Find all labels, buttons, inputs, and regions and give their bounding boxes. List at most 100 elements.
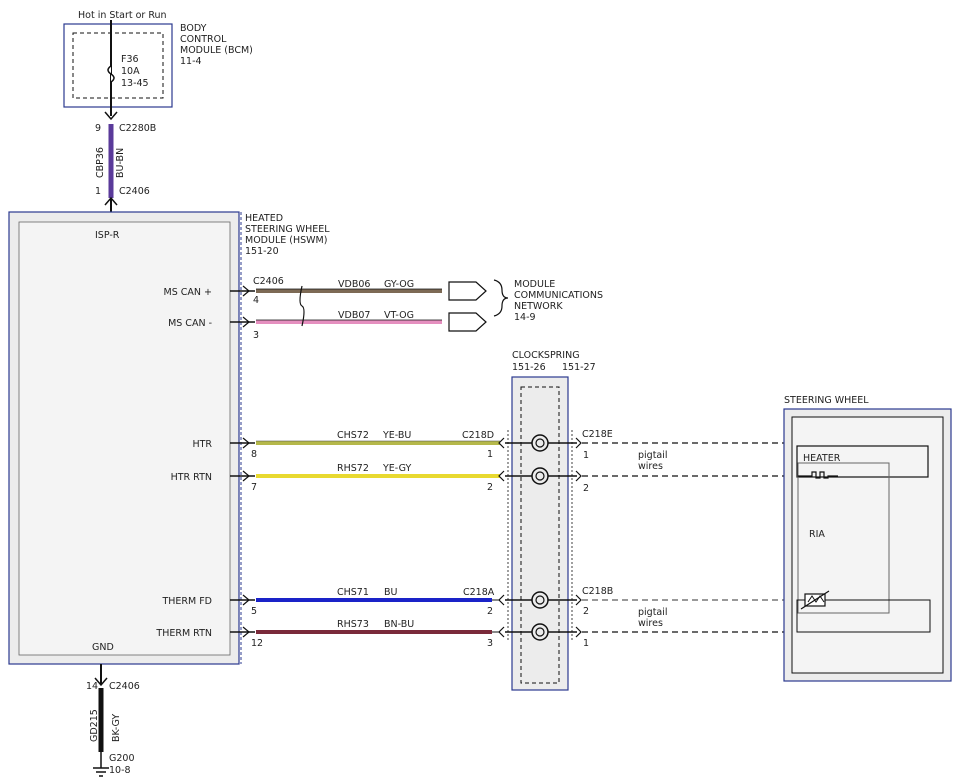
therm-rtn-pin: 12 [251,638,263,649]
pin-arrow-icon [242,594,250,606]
pin-label-ms-can-plus: MS CAN + [164,287,212,298]
feed-pin-bottom: 1 [95,186,101,197]
htr-pin: 8 [251,449,257,460]
connector-arrow-icon [498,470,505,482]
pin-label-htr: HTR [192,439,212,450]
pin-arrow-icon [242,470,250,482]
connector-arrow-icon [575,594,582,606]
bcm-box [63,23,173,108]
ground-icon [93,767,109,777]
thermistor-icon [800,590,830,610]
pin-label-htr-rtn: HTR RTN [171,472,212,483]
therm-fd-circuit: CHS71 [337,587,369,598]
steering-wheel: STEERING WHEEL HEATER RIA [783,395,952,682]
network-title-3: NETWORK [514,301,563,312]
fuse-ref: 13-45 [121,78,149,89]
gnd-conn: C2406 [109,681,140,692]
connector-arrow-icon [104,196,118,206]
htr-rtn-color: YE-GY [382,463,411,474]
bcm-inner-box [72,32,164,99]
gnd-point: G200 [109,753,135,764]
therm-pigtail-2: wires [638,618,663,629]
can-bus-group: C2406 4 3 VDB06 GY-OG VDB07 VT-OG MODULE… [253,276,603,341]
connector-arrow-icon [575,470,582,482]
heater-circuits-group: 8 7 CHS72 YE-BU C218D 1 RHS72 YE-GY 2 [251,430,505,493]
therm-pigtail-1: pigtail [638,607,668,618]
therm-fd-cs-pin: 2 [487,606,493,617]
network-title-2: COMMUNICATIONS [514,290,603,301]
pin-arrow-icon [242,437,250,449]
therm-fd-color: BU [384,587,398,598]
htr-out-conn: C218E [582,429,613,440]
coil-icon [531,591,549,609]
htr-color: YE-BU [382,430,411,441]
can-minus-pin: 3 [253,330,259,341]
connector-arrow-icon [575,626,582,638]
htr-out-pin-2: 2 [583,483,589,494]
connector-arrow-icon [498,594,505,606]
heater-loop [796,445,929,478]
brace-icon [493,279,509,317]
clockspring-ref-right: 151-27 [562,362,596,373]
coil-icon [531,434,549,452]
pin-label-therm-fd: THERM FD [161,596,212,607]
hswm-title-2: STEERING WHEEL [245,224,330,235]
ria-label: RIA [809,529,825,540]
therm-out-pin-1: 1 [583,638,589,649]
steering-wheel-title: STEERING WHEEL [784,395,869,406]
therm-circuits-group: 5 12 CHS71 BU C218A 2 RHS73 BN-BU 3 [251,587,505,649]
bcm-title-1: BODY [180,23,207,34]
pigtail-wires-group: C218E 1 2 pigtail wires C218B 2 1 pigtai… [582,429,790,649]
hswm-module: HEATED STEERING WHEEL MODULE (HSWM) 151-… [8,211,330,665]
therm-rtn-color: BN-BU [384,619,414,630]
heater-label: HEATER [803,453,841,464]
coil-icon [531,467,549,485]
pin-arrow-icon [242,285,250,297]
feed-wire-group: 9 C2280B CBP36 BU-BN 1 C2406 [95,111,156,213]
htr-cs-pin: 1 [487,449,493,460]
thermistor-loop [796,599,931,633]
htr-rtn-cs-pin: 2 [487,482,493,493]
hswm-gnd-label: GND [92,642,114,653]
pin-arrow-icon [242,316,250,328]
gnd-ref: 10-8 [109,765,131,776]
hswm-title-1: HEATED [245,213,283,224]
bcm-title-4: 11-4 [180,56,202,67]
coil-icon [531,623,549,641]
pin-label-ms-can-minus: MS CAN - [168,318,212,329]
bcm-module: Hot in Start or Run BODY CONTROL MODULE … [63,10,253,116]
connector-arrow-icon [104,111,118,121]
connector-arrow-icon [498,626,505,638]
therm-rtn-cs-pin: 3 [487,638,493,649]
can-minus-color: VT-OG [384,310,414,321]
steering-wheel-inner-box [791,416,944,674]
ground-group: 14 C2406 GD215 BK-GY G200 10-8 [86,664,140,777]
bcm-power-header: Hot in Start or Run [78,10,167,21]
bcm-title-2: CONTROL [180,34,227,45]
htr-circuit: CHS72 [337,430,369,441]
feed-circuit: CBP36 [95,147,106,178]
connector-arrow-icon [498,437,505,449]
therm-rtn-circuit: RHS73 [337,619,369,630]
feed-conn-top: C2280B [119,123,156,134]
pin-label-therm-rtn: THERM RTN [155,628,212,639]
can-connector: C2406 [253,276,284,287]
network-title-4: 14-9 [514,312,536,323]
hswm-title-4: 151-20 [245,246,279,257]
clockspring-title: CLOCKSPRING [512,350,580,361]
gnd-pin: 14 [86,681,98,692]
hswm-inner-box [18,221,231,656]
hswm-isp-label: ISP-R [95,230,120,241]
therm-out-pin-2: 2 [583,606,589,617]
htr-rtn-circuit: RHS72 [337,463,369,474]
htr-pigtail-2: wires [638,461,663,472]
htr-rtn-pin: 7 [251,482,257,493]
can-plus-circuit: VDB06 [338,279,370,290]
clockspring: CLOCKSPRING 151-26 151-27 [505,350,596,691]
network-connector-icon [448,312,487,332]
therm-fd-pin: 5 [251,606,257,617]
network-title-1: MODULE [514,279,555,290]
bcm-title-3: MODULE (BCM) [180,45,253,56]
can-plus-pin: 4 [253,295,259,306]
